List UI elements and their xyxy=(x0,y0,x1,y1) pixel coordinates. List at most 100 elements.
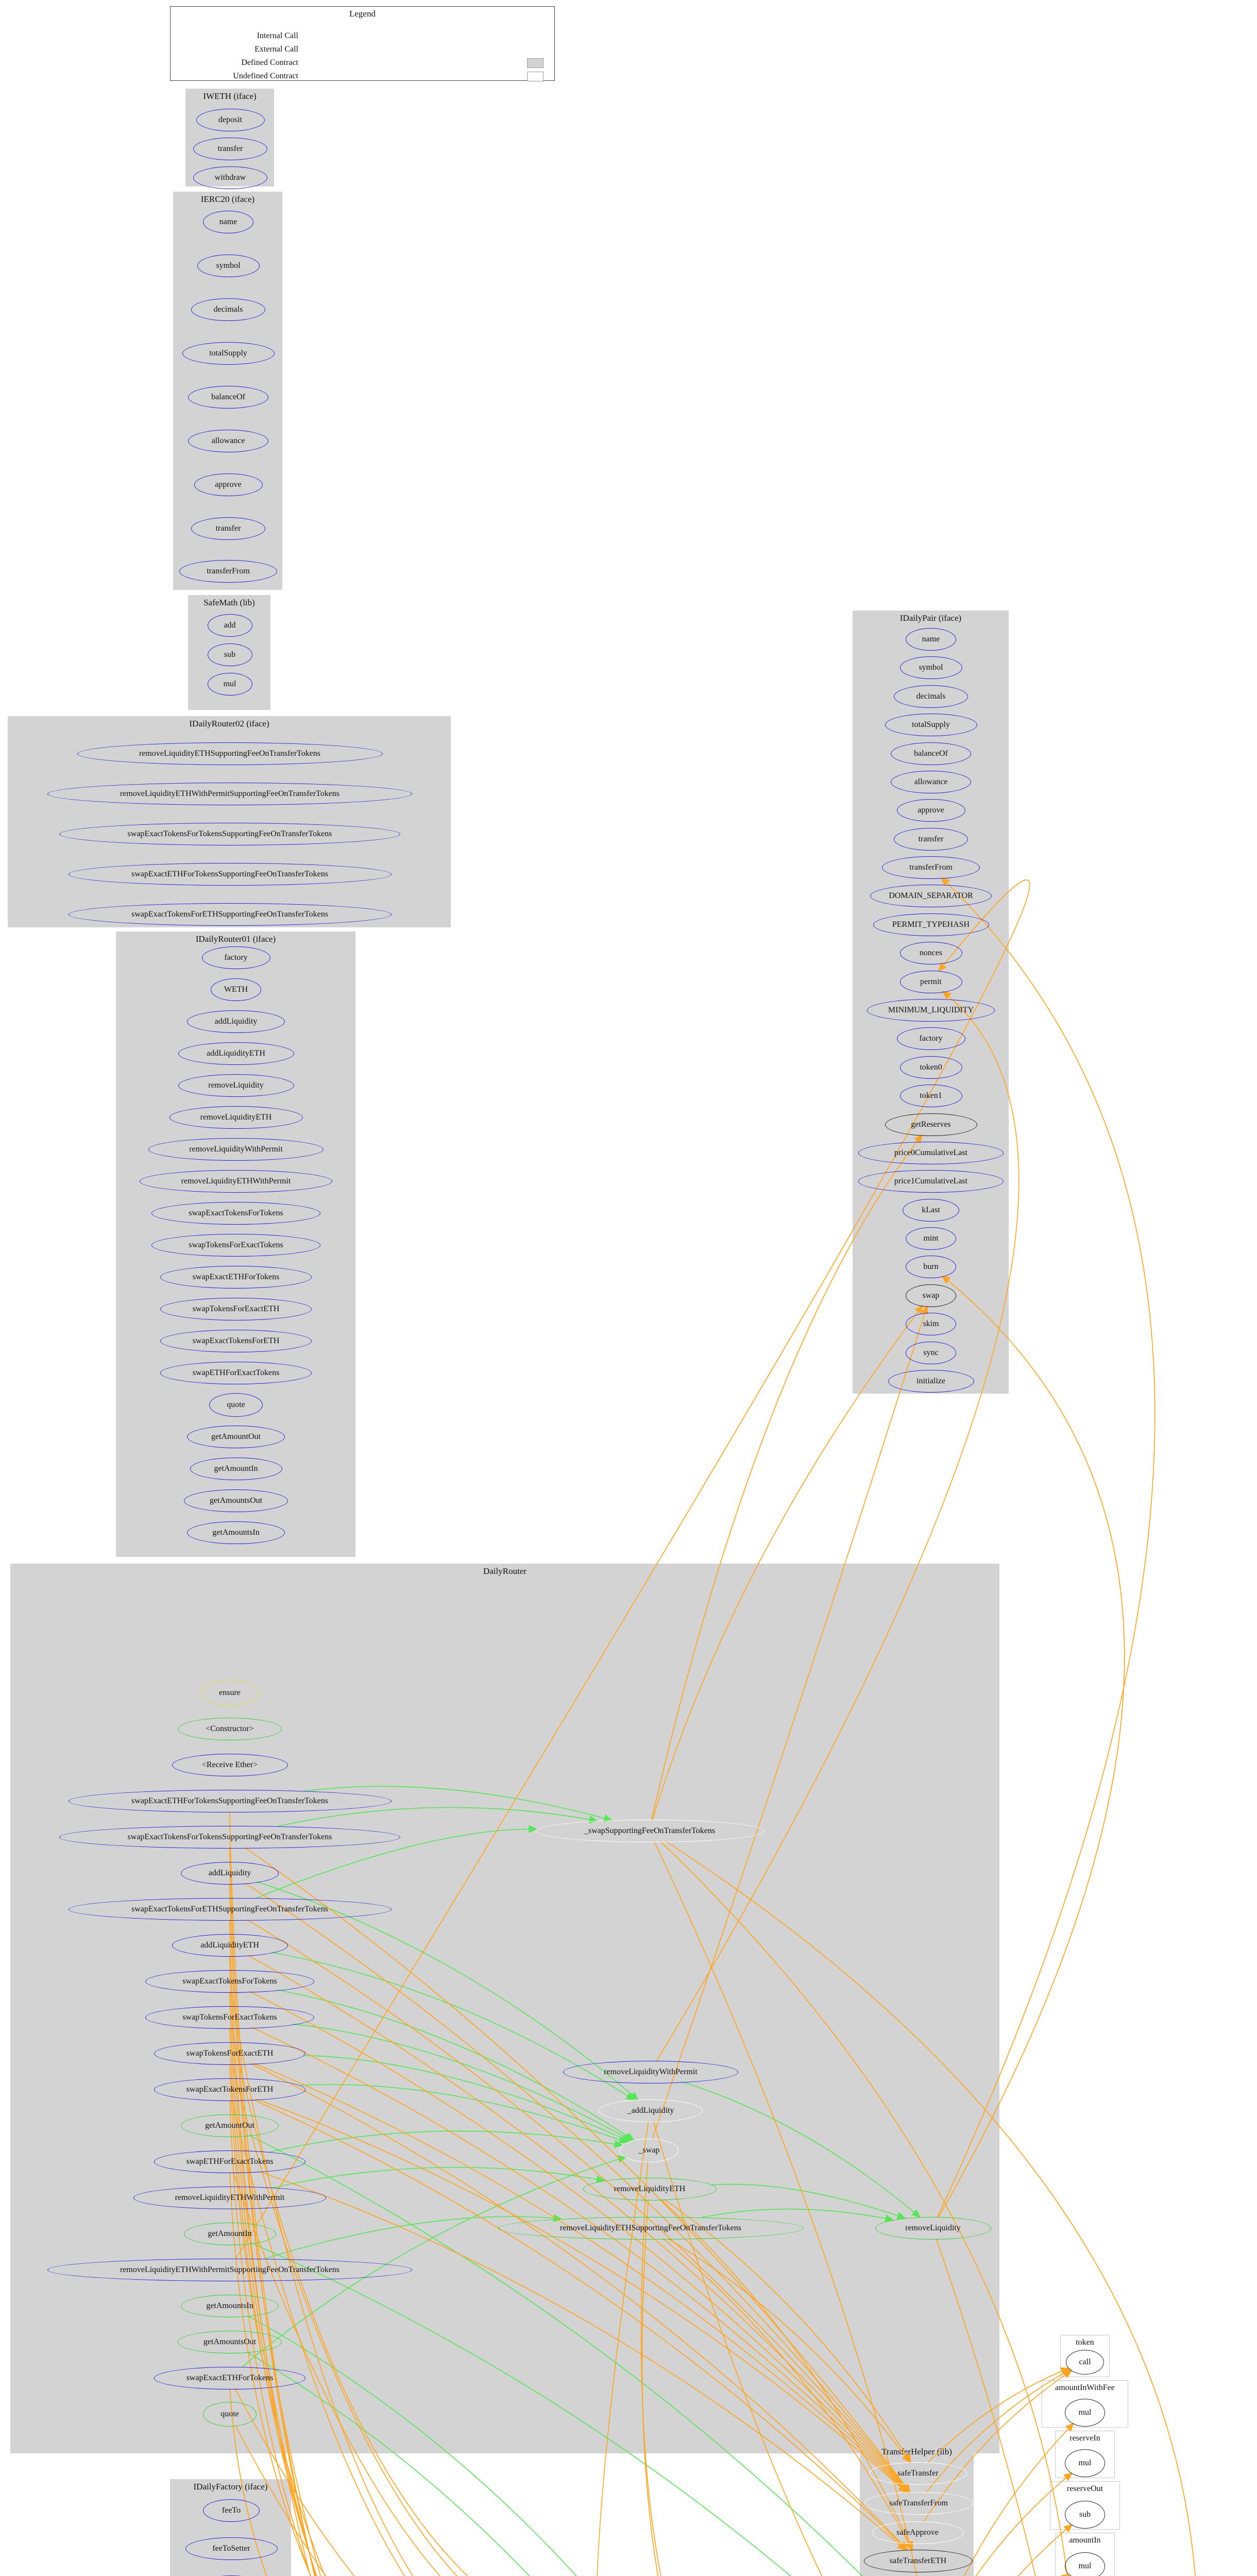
legend-external-call-label: External Call xyxy=(254,45,298,54)
node-IDailyRouter01-WETH: WETH xyxy=(211,978,261,1001)
node-IDailyRouter01-removeLiquidityETHWithPermit: removeLiquidityETHWithPermit xyxy=(140,1170,332,1193)
node-IDailyPair-PERMIT-TYPEHASH: PERMIT_TYPEHASH xyxy=(873,913,989,936)
node-IERC20-allowance: allowance xyxy=(188,430,268,452)
cluster-IDailyFactory: IDailyFactory (iface) xyxy=(170,2479,291,2576)
node-DailyRouter-removeLiquidityETHWithPermit: removeLiquidityETHWithPermit xyxy=(133,2187,326,2209)
node-IERC20-totalSupply: totalSupply xyxy=(182,342,275,365)
node-IDailyRouter01-removeLiquidityWithPermit: removeLiquidityWithPermit xyxy=(148,1138,324,1161)
node-IDailyPair-DOMAIN-SEPARATOR: DOMAIN_SEPARATOR xyxy=(870,885,992,907)
node-IERC20-symbol: symbol xyxy=(197,255,260,277)
node-DailyRouter-removeLiquidityETHSupportingFeeOnTransferTokens: removeLiquidityETHSupportingFeeOnTransfe… xyxy=(498,2217,804,2240)
node-DailyRouter-quote: quote xyxy=(203,2402,257,2427)
node-IDailyRouter01-swapExactTokensForETH: swapExactTokensForETH xyxy=(160,1330,312,1352)
cluster-TransferHelper-title: TransferHelper (lib) xyxy=(881,2447,952,2456)
node-SafeMath-mul: mul xyxy=(207,673,252,696)
node-IDailyRouter01-getAmountIn: getAmountIn xyxy=(190,1458,282,1480)
node-DailyRouter-Receive-Ether: <Receive Ether> xyxy=(172,1754,288,1776)
node-IDailyPair-initialize: initialize xyxy=(888,1370,974,1393)
node-IDailyPair-token1: token1 xyxy=(899,1084,962,1107)
node-IDailyRouter01-removeLiquidity: removeLiquidity xyxy=(178,1074,294,1097)
node-IDailyRouter02-removeLiquidityETHWithPermitSupportingFeeOnTransferTokens: removeLiquidityETHWithPermitSupportingFe… xyxy=(47,783,412,805)
node-IERC20-name: name xyxy=(203,211,253,233)
node-IDailyRouter02-swapExactTokensForETHSupportingFeeOnTransferTokens: swapExactTokensForETHSupportingFeeOnTran… xyxy=(68,903,392,926)
node-IDailyPair-sync: sync xyxy=(906,1342,956,1364)
node-IDailyPair-mint: mint xyxy=(906,1227,956,1250)
node-IDailyPair-decimals: decimals xyxy=(894,685,968,708)
node-IDailyRouter01-swapTokensForExactETH: swapTokensForExactETH xyxy=(160,1298,312,1320)
node-IDailyRouter02-swapExactTokensForTokensSupportingFeeOnTransferTokens: swapExactTokensForTokensSupportingFeeOnT… xyxy=(59,823,400,845)
node-IERC20-balanceOf: balanceOf xyxy=(188,386,268,409)
legend: Legend Internal Call External Call Defin… xyxy=(170,6,555,81)
node-IDailyPair-kLast: kLast xyxy=(903,1199,959,1222)
node-IWETH-withdraw: withdraw xyxy=(193,166,267,189)
node-SafeMath-sub: sub xyxy=(207,643,252,666)
node-IDailyPair-permit: permit xyxy=(899,971,962,993)
node-IDailyPair-price1CumulativeLast: price1CumulativeLast xyxy=(858,1170,1004,1193)
cluster-IDailyRouter02-title: IDailyRouter02 (iface) xyxy=(189,719,269,728)
legend-defined-contract-label: Defined Contract xyxy=(241,58,298,67)
cluster-amountIn-title: amountIn xyxy=(1069,2536,1101,2545)
cluster-IERC20-title: IERC20 (iface) xyxy=(200,194,255,204)
cluster-amountInWithFee-title: amountInWithFee xyxy=(1055,2383,1115,2392)
node-reserveIn-mul: mul xyxy=(1065,2449,1105,2477)
node-IDailyPair-swap: swap xyxy=(906,1284,956,1307)
node-IDailyPair-totalSupply: totalSupply xyxy=(885,714,977,736)
node-DailyRouter-swapExactTokensForETH: swapExactTokensForETH xyxy=(154,2078,305,2101)
node-IERC20-transfer: transfer xyxy=(191,517,265,540)
node-DailyRouter-swapTokensForExactTokens: swapTokensForExactTokens xyxy=(145,2006,314,2029)
node-DailyRouter-swapExactTokensForTokensSupportingFeeOnTransferTokens: swapExactTokensForTokensSupportingFeeOnT… xyxy=(59,1826,400,1849)
node-TransferHelper-safeApprove: safeApprove xyxy=(871,2521,964,2544)
node-IDailyRouter02-removeLiquidityETHSupportingFeeOnTransferTokens: removeLiquidityETHSupportingFeeOnTransfe… xyxy=(77,742,383,765)
legend-undefined-contract-label: Undefined Contract xyxy=(233,72,298,80)
node-IDailyPair-allowance: allowance xyxy=(891,771,971,793)
node-IERC20-decimals: decimals xyxy=(191,298,265,321)
node-DailyRouter-removeLiquidity: removeLiquidity xyxy=(875,2217,991,2240)
node-IDailyRouter01-getAmountsOut: getAmountsOut xyxy=(184,1489,288,1512)
node-IWETH-deposit: deposit xyxy=(196,109,265,131)
node-IWETH-transfer: transfer xyxy=(193,138,267,160)
node-IDailyPair-balanceOf: balanceOf xyxy=(891,742,971,765)
node-DailyRouter-getAmountsIn: getAmountsIn xyxy=(181,2295,279,2317)
node-TransferHelper-safeTransferETH: safeTransferETH xyxy=(863,2550,973,2572)
node-IDailyPair-token0: token0 xyxy=(899,1056,962,1079)
legend-title: Legend xyxy=(349,9,376,19)
node-IDailyPair-factory: factory xyxy=(896,1027,965,1050)
node-DailyRouter-ensure: ensure xyxy=(200,1680,259,1706)
node-DailyRouter-swapSupportingFeeOnTransferTokens: _swapSupportingFeeOnTransferTokens xyxy=(535,1820,764,1842)
node-DailyRouter-removeLiquidityETH: removeLiquidityETH xyxy=(583,2178,717,2200)
node-DailyRouter-getAmountsOut: getAmountsOut xyxy=(178,2331,282,2353)
undefined-contract-swatch xyxy=(527,72,543,81)
node-IERC20-transferFrom: transferFrom xyxy=(179,560,277,583)
node-DailyRouter-swapETHForExactTokens: swapETHForExactTokens xyxy=(154,2150,305,2173)
node-IDailyPair-getReserves: getReserves xyxy=(885,1113,977,1136)
node-IDailyRouter01-getAmountsIn: getAmountsIn xyxy=(187,1521,285,1544)
node-IDailyFactory-feeTo: feeTo xyxy=(203,2499,260,2522)
node-DailyRouter-swapExactTokensForTokens: swapExactTokensForTokens xyxy=(145,1970,314,1993)
node-IDailyPair-transfer: transfer xyxy=(894,828,968,851)
node-DailyRouter-removeLiquidityWithPermit: removeLiquidityWithPermit xyxy=(563,2061,738,2083)
cluster-reserveIn-title: reserveIn xyxy=(1069,2434,1100,2443)
node-DailyRouter-Constructor: <Constructor> xyxy=(178,1718,282,1740)
node-IDailyRouter01-addLiquidityETH: addLiquidityETH xyxy=(178,1042,294,1065)
node-DailyRouter-addLiquidityETH: addLiquidityETH xyxy=(172,1934,288,1957)
node-DailyRouter-swapExactTokensForETHSupportingFeeOnTransferTokens: swapExactTokensForETHSupportingFeeOnTran… xyxy=(68,1898,392,1921)
node-IDailyPair-skim: skim xyxy=(906,1313,956,1335)
node-IDailyPair-price0CumulativeLast: price0CumulativeLast xyxy=(858,1142,1004,1164)
node-IDailyFactory-feeToSetter: feeToSetter xyxy=(185,2537,278,2560)
node-IDailyPair-burn: burn xyxy=(906,1256,956,1278)
node-reserveOut-sub: sub xyxy=(1065,2501,1105,2529)
cluster-IDailyFactory-title: IDailyFactory (iface) xyxy=(193,2482,268,2492)
cluster-reserveOut-title: reserveOut xyxy=(1066,2484,1103,2493)
node-IDailyPair-symbol: symbol xyxy=(899,656,962,679)
node-TransferHelper-safeTransferFrom: safeTransferFrom xyxy=(864,2492,973,2515)
node-IDailyRouter01-swapExactETHForTokens: swapExactETHForTokens xyxy=(160,1266,312,1289)
node-DailyRouter-swapExactETHForTokensSupportingFeeOnTransferTokens: swapExactETHForTokensSupportingFeeOnTran… xyxy=(68,1790,392,1812)
node-IDailyPair-approve: approve xyxy=(896,799,965,822)
node-IDailyRouter01-swapExactTokensForTokens: swapExactTokensForTokens xyxy=(151,1202,320,1225)
node-DailyRouter-swapExactETHForTokens: swapExactETHForTokens xyxy=(154,2367,305,2389)
legend-internal-call-label: Internal Call xyxy=(257,31,298,40)
node-DailyRouter-removeLiquidityETHWithPermitSupportingFeeOnTransferTokens: removeLiquidityETHWithPermitSupportingFe… xyxy=(47,2259,412,2281)
node-DailyRouter-getAmountOut: getAmountOut xyxy=(181,2114,279,2137)
node-IERC20-approve: approve xyxy=(194,473,263,496)
node-DailyRouter-getAmountIn: getAmountIn xyxy=(183,2223,276,2245)
